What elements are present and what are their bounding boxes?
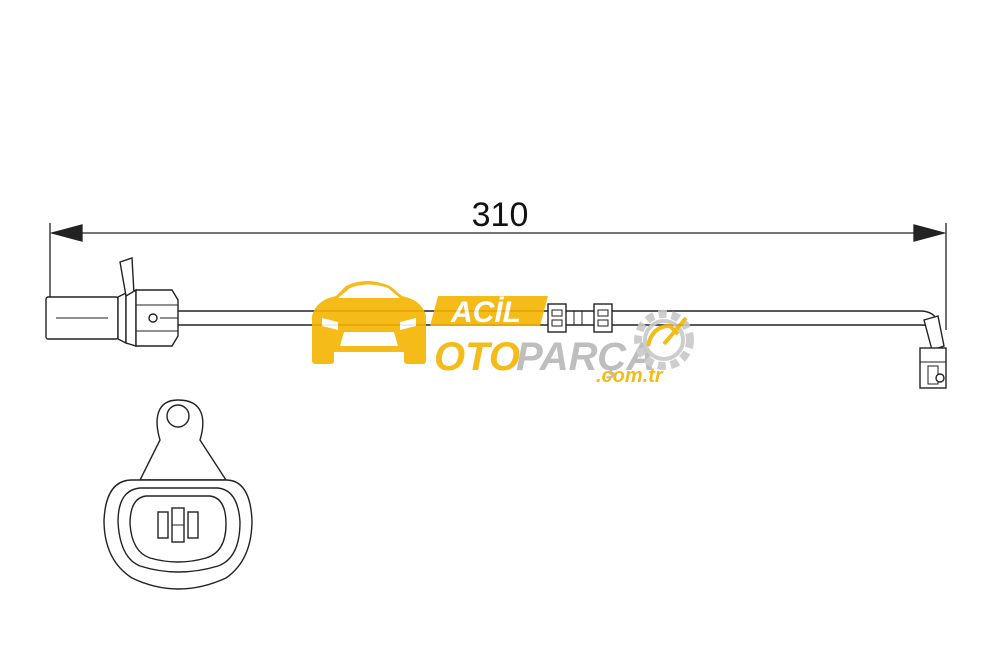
probe-neck bbox=[923, 315, 945, 351]
cable-clip-1 bbox=[547, 303, 567, 333]
grommet-hole bbox=[148, 313, 158, 323]
connector-side-view bbox=[45, 257, 179, 347]
sensor-probe bbox=[919, 315, 947, 389]
watermark-banner bbox=[430, 296, 548, 326]
watermark-word2b: PARÇA bbox=[516, 335, 655, 379]
connector-flange bbox=[117, 291, 127, 345]
connector-front-view bbox=[103, 399, 253, 590]
watermark-logo: ACİL OTO PARÇA .com.tr bbox=[312, 281, 694, 387]
connector-pin-2 bbox=[187, 511, 199, 539]
cable-clip-2 bbox=[593, 303, 613, 333]
car-icon bbox=[312, 281, 426, 364]
dimension bbox=[49, 223, 947, 330]
cable bbox=[178, 303, 939, 333]
watermark-word1: ACİL bbox=[450, 296, 521, 329]
watermark-domain: .com.tr bbox=[596, 365, 664, 387]
dimension-arrow-right bbox=[913, 224, 947, 242]
dimension-arrow-left bbox=[49, 224, 83, 242]
connector-pin-1 bbox=[157, 511, 169, 539]
gear-icon bbox=[634, 310, 694, 370]
connector-clip bbox=[119, 257, 135, 297]
watermark-word2a: OTO bbox=[434, 335, 520, 379]
mounting-hole bbox=[166, 404, 190, 428]
dimension-label: 310 bbox=[472, 196, 529, 234]
